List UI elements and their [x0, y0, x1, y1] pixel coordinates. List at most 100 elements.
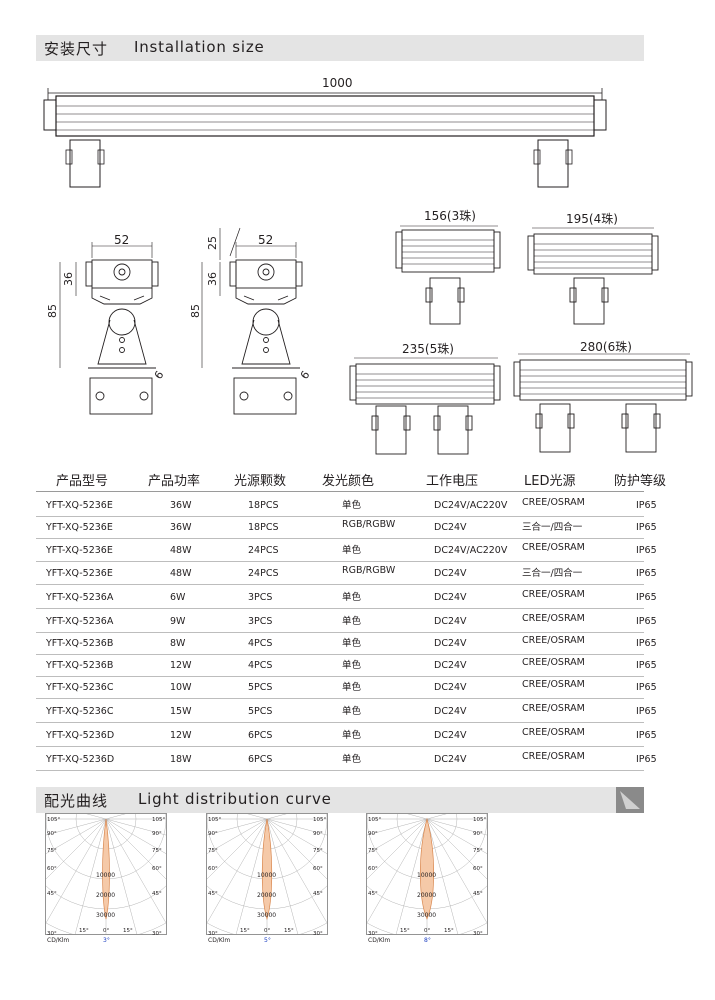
cell-ip-rating: IP65 — [636, 730, 657, 741]
angle-label-right: 105° — [313, 817, 326, 823]
cell-color: 单色 — [342, 754, 362, 765]
angle-label-left: 105° — [368, 817, 381, 823]
cell-color: 单色 — [342, 545, 362, 556]
ring-label: 30000 — [96, 912, 115, 919]
angle-label-bottom: 15° — [240, 928, 250, 934]
long-fixture-drawing — [43, 88, 607, 188]
angle-label-left: 45° — [47, 891, 57, 897]
cell-led-source: CREE/OSRAM — [522, 657, 585, 668]
length-5-beads: 235(5珠) — [402, 342, 454, 356]
angle-label-bottom: 15° — [444, 928, 454, 934]
cell-power: 18W — [170, 754, 192, 765]
angle-label-bottom: 15° — [123, 928, 133, 934]
cell-ip-rating: IP65 — [636, 568, 657, 579]
beam-angle-label: 5° — [264, 937, 271, 944]
cell-color: 单色 — [342, 500, 362, 511]
angle-label-right: 30° — [152, 931, 162, 937]
length-dimension: 1000 — [322, 76, 353, 90]
angle-label-left: 75° — [47, 848, 57, 854]
cell-model: YFT-XQ-5236E — [46, 568, 113, 579]
polar-diagram-5deg: 105°105°90°90°75°75°60°60°45°45°30°30°15… — [206, 813, 328, 947]
cell-led-source: CREE/OSRAM — [522, 589, 585, 600]
angle-label-right: 75° — [313, 848, 323, 854]
cell-led-source: CREE/OSRAM — [522, 542, 585, 553]
cell-model: YFT-XQ-5236B — [46, 638, 114, 649]
angle-label-right: 75° — [473, 848, 483, 854]
cell-model: YFT-XQ-5236D — [46, 730, 115, 741]
angle-label-left: 90° — [208, 831, 218, 837]
fixture-3-beads — [395, 225, 501, 325]
angle-label-left: 105° — [208, 817, 221, 823]
length-6-beads: 280(6珠) — [580, 340, 632, 354]
beam-angle-label: 8° — [424, 937, 431, 944]
cell-color: RGB/RGBW — [342, 519, 396, 530]
cell-led-count: 24PCS — [248, 545, 279, 556]
ring-label: 30000 — [257, 912, 276, 919]
cell-power: 9W — [170, 616, 186, 627]
light-lobe — [261, 818, 273, 921]
cell-model: YFT-XQ-5236E — [46, 500, 113, 511]
cell-led-source: CREE/OSRAM — [522, 497, 585, 508]
angle-label-left: 105° — [47, 817, 60, 823]
header-ip-rating: 防护等级 — [614, 474, 667, 489]
cell-model: YFT-XQ-5236A — [46, 616, 114, 627]
polar-chart: 105°105°90°90°75°75°60°60°45°45°30°30°15… — [206, 813, 328, 937]
angle-label-left: 30° — [47, 931, 57, 937]
angle-label-right: 45° — [473, 891, 483, 897]
cell-power: 36W — [170, 522, 192, 533]
cell-ip-rating: IP65 — [636, 660, 657, 671]
unit-label: CD/Klm — [368, 937, 391, 944]
polar-chart: 105°105°90°90°75°75°60°60°45°45°30°30°15… — [366, 813, 488, 937]
angle-label-right: 60° — [473, 866, 483, 872]
cell-color: 单色 — [342, 592, 362, 603]
angle-label-left: 90° — [368, 831, 378, 837]
cell-ip-rating: IP65 — [636, 522, 657, 533]
angle-label-bottom: 0° — [424, 928, 430, 934]
polar-diagram-8deg: 105°105°90°90°75°75°60°60°45°45°30°30°15… — [366, 813, 488, 947]
cell-voltage: DC24V — [434, 682, 467, 693]
header-color: 发光颜色 — [322, 474, 375, 489]
header-divider — [36, 491, 644, 492]
cell-led-count: 5PCS — [248, 682, 273, 693]
angle-label-left: 45° — [208, 891, 218, 897]
cell-power: 12W — [170, 730, 192, 741]
cell-power: 8W — [170, 638, 186, 649]
angle-label-left: 30° — [208, 931, 218, 937]
header-voltage: 工作电压 — [426, 474, 479, 489]
fixture-6-beads — [513, 353, 693, 453]
height85-dim-b: 85 — [189, 304, 202, 318]
light-curve-title-cn: 配光曲线 — [44, 792, 109, 810]
cell-model: YFT-XQ-5236E — [46, 545, 113, 556]
unit-label: CD/Klm — [208, 937, 231, 944]
angle-label-left: 75° — [368, 848, 378, 854]
cell-power: 10W — [170, 682, 192, 693]
cell-color: 单色 — [342, 660, 362, 671]
installation-title-en: Installation size — [134, 38, 265, 56]
angle-label-right: 45° — [313, 891, 323, 897]
header-power: 产品功率 — [148, 474, 201, 489]
cell-voltage: DC24V — [434, 660, 467, 671]
cell-led-source: CREE/OSRAM — [522, 613, 585, 624]
light-lobe — [102, 818, 110, 920]
cell-ip-rating: IP65 — [636, 754, 657, 765]
angle-label-left: 60° — [208, 866, 218, 872]
cell-voltage: DC24V — [434, 706, 467, 717]
light-lobe — [419, 817, 435, 920]
installation-title-cn: 安装尺寸 — [44, 40, 109, 58]
angle-label-left: 75° — [208, 848, 218, 854]
angle-label-left: 45° — [368, 891, 378, 897]
cell-voltage: DC24V/AC220V — [434, 545, 508, 556]
cell-voltage: DC24V — [434, 522, 467, 533]
cell-ip-rating: IP65 — [636, 616, 657, 627]
hole-dim-b: 6 — [298, 369, 313, 382]
cell-color: 单色 — [342, 638, 362, 649]
cell-model: YFT-XQ-5236E — [46, 522, 113, 533]
ring-label: 10000 — [96, 872, 115, 879]
angle-label-left: 90° — [47, 831, 57, 837]
angle-label-bottom: 15° — [79, 928, 89, 934]
cell-led-count: 24PCS — [248, 568, 279, 579]
